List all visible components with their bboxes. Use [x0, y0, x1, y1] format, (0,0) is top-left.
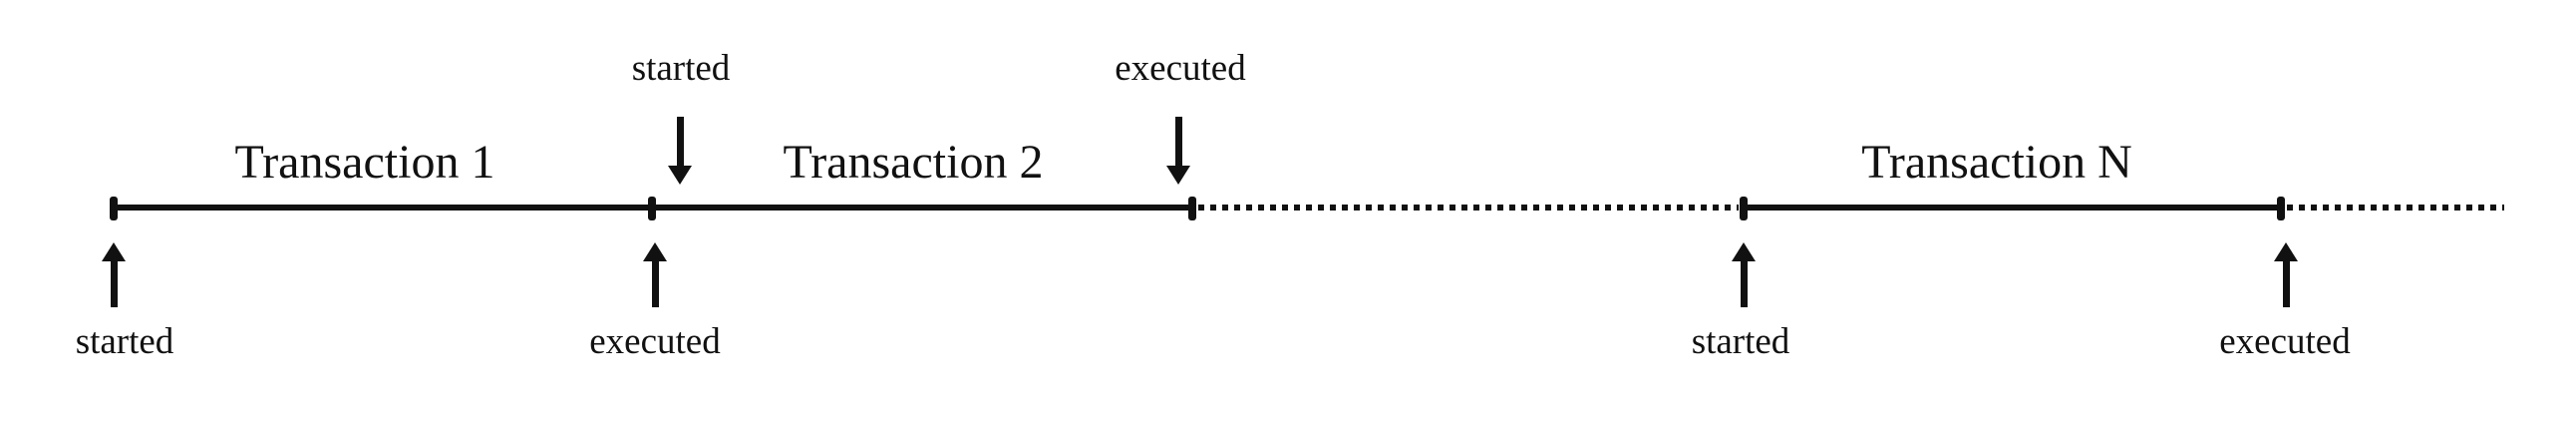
started-label-bottom-tn: started: [1691, 321, 1790, 362]
ellipsis-dotted-segment: [1198, 205, 1739, 211]
transaction-2-label: Transaction 2: [783, 136, 1044, 189]
arrow-head: [668, 166, 692, 185]
executed-label-bottom-tn: executed: [2219, 321, 2351, 362]
started-label-top: started: [631, 48, 731, 89]
executed-label-bottom-t1: executed: [589, 321, 721, 362]
timeline-tick-tn-start: [1740, 197, 1748, 220]
timeline-tick-t1-end-t2-start: [648, 197, 656, 220]
transaction-n-label: Transaction N: [1861, 136, 2132, 189]
started-label-bottom-t1: started: [75, 321, 174, 362]
transaction-2-segment: [652, 205, 1192, 211]
arrow-up-icon: [102, 242, 126, 307]
executed-label-top: executed: [1115, 48, 1246, 89]
arrow-shaft: [1740, 260, 1748, 307]
arrow-shaft: [651, 260, 659, 307]
arrow-head: [643, 242, 667, 261]
transaction-1-segment: [114, 205, 652, 211]
trailing-dotted-segment: [2287, 205, 2504, 211]
arrow-head: [2274, 242, 2298, 261]
arrow-head: [1166, 166, 1190, 185]
arrow-up-icon: [1732, 242, 1756, 307]
arrow-shaft: [2282, 260, 2290, 307]
arrow-up-icon: [643, 242, 667, 307]
arrow-down-icon: [1166, 117, 1190, 185]
arrow-head: [102, 242, 126, 261]
transaction-n-segment: [1744, 205, 2281, 211]
arrow-head: [1732, 242, 1756, 261]
arrow-down-icon: [668, 117, 692, 185]
timeline-tick-t2-end: [1188, 197, 1196, 220]
arrow-shaft: [1174, 117, 1182, 167]
arrow-shaft: [110, 260, 118, 307]
timeline-tick-tn-end: [2277, 197, 2285, 220]
transaction-1-label: Transaction 1: [234, 136, 495, 189]
arrow-up-icon: [2274, 242, 2298, 307]
timeline-tick-t1-start: [110, 197, 118, 220]
arrow-shaft: [676, 117, 684, 167]
